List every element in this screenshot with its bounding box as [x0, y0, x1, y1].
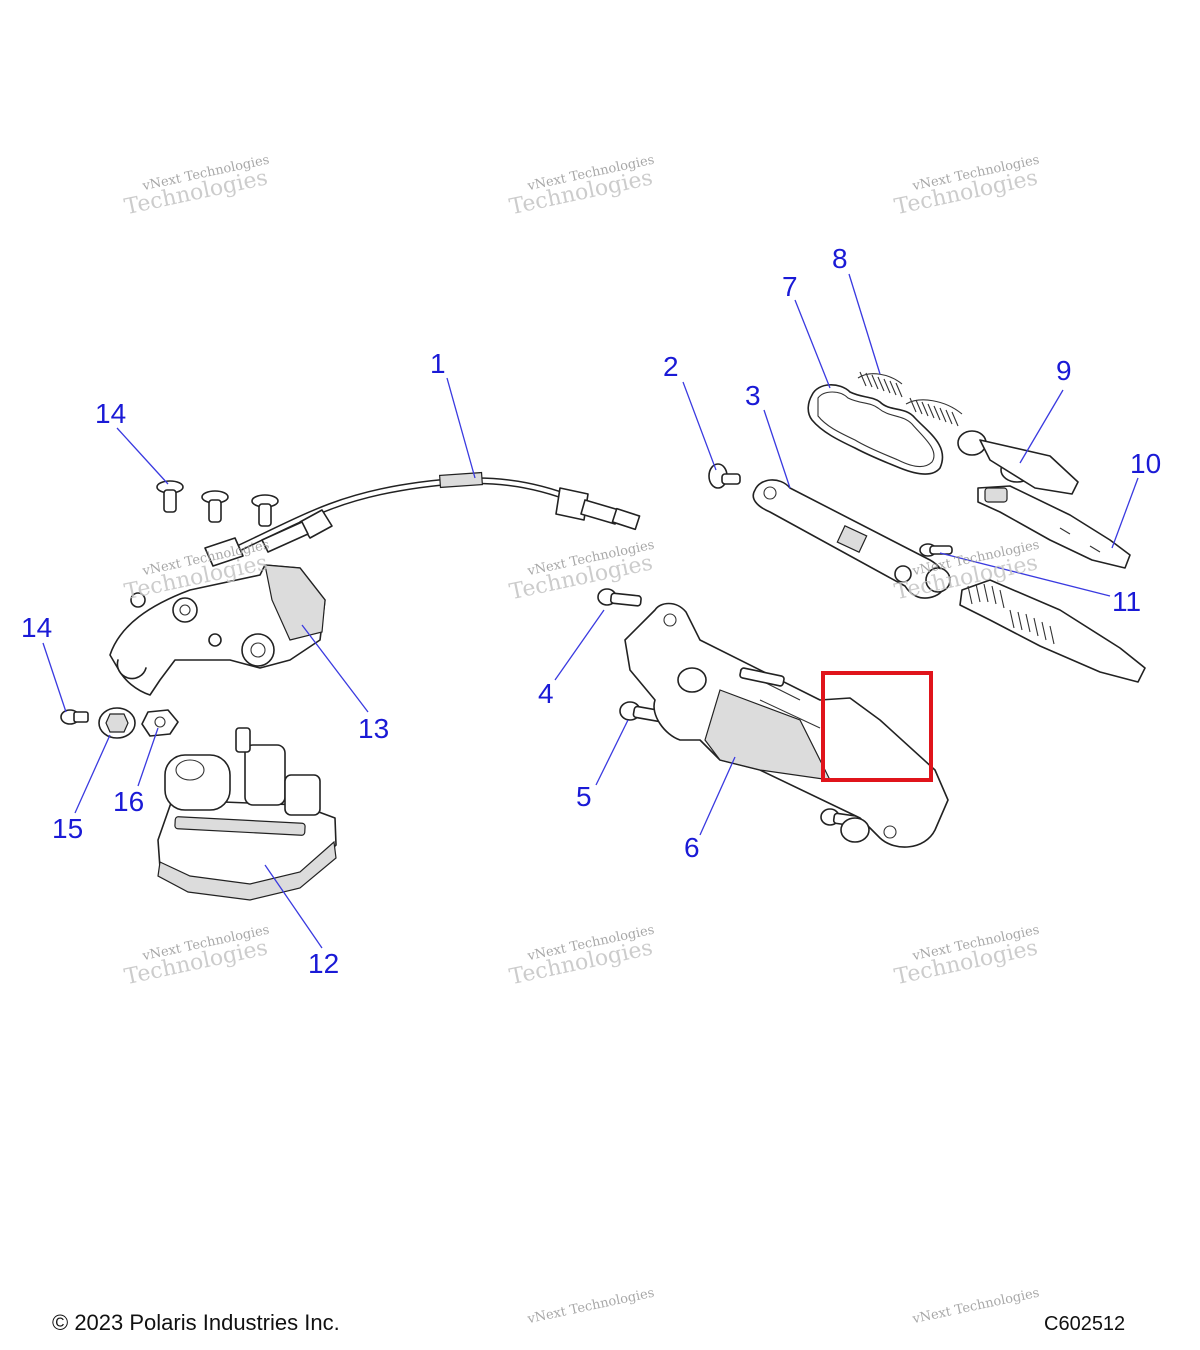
part-bracket-13 — [109, 564, 326, 696]
callout-1: 1 — [430, 348, 446, 379]
leader-lines — [42, 273, 1139, 949]
callout-3: 3 — [745, 380, 761, 411]
callout-7: 7 — [782, 271, 798, 302]
part-bolt-2 — [708, 463, 741, 489]
callout-9: 9 — [1056, 355, 1072, 386]
callout-8: 8 — [832, 243, 848, 274]
highlight-box — [821, 671, 933, 782]
callout-14-left: 14 — [21, 612, 52, 643]
drawing-number: C602512 — [1044, 1313, 1126, 1335]
callout-6: 6 — [684, 832, 700, 863]
callout-5: 5 — [576, 781, 592, 812]
callout-labels: 1 2 3 4 5 6 7 8 9 10 11 12 13 14 14 15 1… — [21, 243, 1161, 979]
part-screws-14-top — [156, 480, 279, 527]
callout-15: 15 — [52, 813, 83, 844]
part-shift-arm-3 — [752, 479, 951, 599]
part-spring-assembly — [959, 579, 1146, 683]
part-shift-cable — [204, 471, 641, 567]
callout-12: 12 — [308, 948, 339, 979]
callout-10: 10 — [1130, 448, 1161, 479]
part-nut-16 — [141, 709, 179, 737]
part-clip-7 — [807, 384, 944, 475]
copyright-text: © 2023 Polaris Industries Inc. — [52, 1310, 340, 1335]
callout-16: 16 — [113, 786, 144, 817]
part-detent-9 — [957, 430, 1079, 495]
callout-4: 4 — [538, 678, 554, 709]
part-screw-14-left — [60, 709, 89, 725]
part-pin-11 — [919, 543, 953, 557]
part-housing-6 — [624, 602, 949, 848]
callout-14-top: 14 — [95, 398, 126, 429]
callout-11: 11 — [1112, 586, 1141, 617]
part-springs-8 — [857, 371, 963, 427]
part-screw-4 — [597, 588, 642, 607]
part-washer-15 — [98, 707, 136, 739]
part-lever-10 — [977, 485, 1131, 569]
callout-2: 2 — [663, 351, 679, 382]
callout-13: 13 — [358, 713, 389, 744]
part-actuator-12 — [157, 727, 337, 901]
